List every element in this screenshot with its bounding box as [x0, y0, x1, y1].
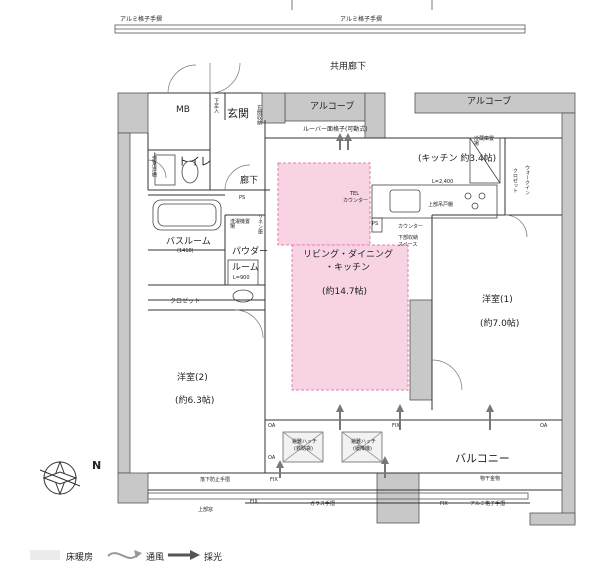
label-fridge: 冷蔵庫置場	[474, 136, 495, 147]
label-floor-storage: 下部収納	[398, 235, 419, 241]
label-hatch2: 避難ハッチ	[351, 439, 377, 445]
label-oa3: OA	[268, 455, 276, 461]
label-glass-rail: ガラス手摺	[310, 501, 335, 507]
label-upper-fix: 上部窓	[198, 507, 214, 513]
label-hatch1: 避難ハッチ	[292, 439, 318, 445]
label-alcove-right: アルコーブ	[467, 97, 512, 107]
label-mb: MB	[176, 105, 190, 115]
label-shoe-box: 下足入	[213, 98, 219, 113]
label-ps2: PS	[372, 221, 379, 227]
label-bathroom-size: (1418)	[177, 248, 194, 254]
top-railings	[114, 0, 526, 34]
legend-lighting: 採光	[204, 553, 223, 563]
legend-ventilation-icon	[107, 552, 139, 559]
label-balcony: バルコニー	[455, 452, 510, 465]
label-western1-size: (約7.0帖)	[480, 319, 520, 329]
label-kitchen: (キッチン 約3.4帖)	[418, 154, 497, 164]
label-drain: 物干金物	[480, 476, 501, 482]
label-powder: パウダー	[232, 247, 269, 257]
label-bathroom: バスルーム	[166, 237, 211, 247]
lighting-arrows	[276, 133, 494, 478]
label-powder-note: L=900	[233, 275, 250, 281]
label-genkan: 玄関	[227, 107, 249, 120]
label-ldk2: ・キッチン	[325, 263, 371, 273]
label-tel: TEL	[350, 191, 359, 197]
label-kitchen-L: L=2,400	[432, 179, 454, 185]
label-upper-shelf: 上部吊戸棚	[151, 152, 157, 177]
label-alu-top1: アルミ格子手摺	[120, 16, 162, 23]
label-ldk1: リビング・ダイニング	[303, 250, 394, 260]
walls	[117, 92, 576, 526]
label-hatch2b: (緩降機)	[353, 446, 372, 452]
label-genkan-storage: 玄関収納	[256, 105, 262, 125]
label-oa1: OA	[268, 423, 276, 429]
label-hallway: 廊下	[240, 176, 259, 186]
legend-floor-heating-swatch	[30, 550, 60, 560]
label-western2: 洋室(2)	[177, 373, 208, 383]
legend-floor-heating: 床暖房	[66, 553, 94, 563]
bottom-railings	[147, 492, 529, 500]
label-alcove-left: アルコーブ	[310, 102, 355, 112]
label-fix2: FIX	[270, 477, 278, 483]
label-tel2: カウンター	[343, 198, 369, 204]
door-swings	[147, 62, 528, 391]
label-alu-bottom: アルミ格子手摺	[470, 501, 505, 507]
legend-swatches	[30, 550, 200, 560]
kitchen-fixtures	[371, 137, 501, 233]
label-walkin2: クロゼット	[512, 168, 518, 193]
label-washer: 洗濯機置場	[230, 219, 251, 230]
label-closet-mid: クロゼット	[170, 298, 201, 305]
label-ldk-size: (約14.7帖)	[322, 287, 368, 297]
label-upper-cabinet: 上部吊戸棚	[428, 202, 454, 208]
label-fix4: FIX	[440, 501, 448, 507]
label-toilet: トイレ	[178, 155, 211, 168]
label-western2-size: (約6.3帖)	[175, 396, 215, 406]
label-n-mark: N	[92, 459, 102, 472]
compass-icon	[39, 460, 81, 496]
floor-heating-zone	[277, 162, 409, 391]
bathtub	[152, 154, 259, 303]
label-ps: PS	[239, 195, 246, 201]
label-fall-rail: 落下防止手摺	[200, 477, 231, 483]
label-fix3: FIX	[250, 499, 258, 505]
label-oa2: OA	[540, 423, 548, 429]
label-fix1: FIX	[392, 423, 400, 429]
label-louver: ルーバー面格子(可動式)	[303, 126, 368, 133]
label-western1: 洋室(1)	[482, 295, 513, 305]
label-floor-storage2: スペース	[398, 242, 418, 248]
label-corridor: 共用廊下	[330, 62, 367, 72]
label-walkin: ウォークイン	[524, 165, 530, 195]
legend-ventilation: 通風	[146, 553, 165, 563]
label-linen: リネン庫	[257, 214, 263, 234]
label-hatch1b: (救助袋)	[294, 446, 313, 452]
escape-hatches	[282, 431, 383, 463]
label-counter: カウンター	[398, 224, 424, 230]
label-powder-room: ルーム	[232, 263, 259, 273]
label-alu-top2: アルミ格子手摺	[340, 16, 382, 23]
